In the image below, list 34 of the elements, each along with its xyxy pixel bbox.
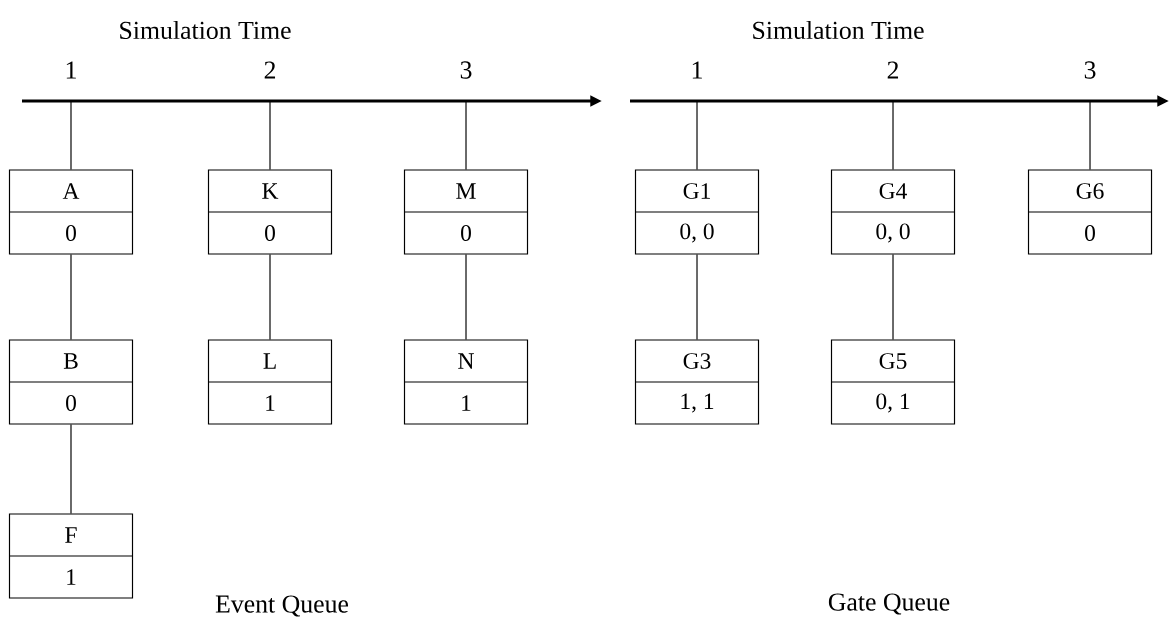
connector-line <box>1089 100 1091 170</box>
tick-label: 3 <box>460 61 472 79</box>
queue-box: G4 0, 0 <box>830 169 956 255</box>
connector-line <box>269 254 271 340</box>
queue-title: Event Queue <box>215 595 349 617</box>
queue-box: N 1 <box>403 339 529 425</box>
connector-line <box>892 254 894 340</box>
tick-label: 2 <box>887 61 899 79</box>
queue-box: F 1 <box>8 513 134 599</box>
queue-box: M 0 <box>403 169 529 255</box>
queue-title: Gate Queue <box>828 593 950 615</box>
connector-line <box>465 100 467 170</box>
queue-box: G3 1, 1 <box>634 339 760 425</box>
connector-line <box>696 254 698 340</box>
queue-box: L 1 <box>207 339 333 425</box>
queue-box: G5 0, 1 <box>830 339 956 425</box>
queue-box: G6 0 <box>1027 169 1153 255</box>
queue-box: B 0 <box>8 339 134 425</box>
tick-label: 2 <box>264 61 275 79</box>
connector-line <box>269 100 271 170</box>
tick-label: 1 <box>692 61 702 79</box>
tick-label: 1 <box>66 61 76 79</box>
connector-line <box>70 100 72 170</box>
tick-label: 3 <box>1084 61 1096 79</box>
connector-line <box>696 100 698 170</box>
connector-line <box>465 254 467 340</box>
axis-title: Simulation Time <box>120 20 291 40</box>
connector-line <box>70 424 72 514</box>
connector-line <box>70 254 72 340</box>
queue-box: G1 0, 0 <box>634 169 760 255</box>
connector-line <box>892 100 894 170</box>
queue-box: K 0 <box>207 169 333 255</box>
axis-title: Simulation Time <box>753 20 924 40</box>
queue-box: A 0 <box>8 169 134 255</box>
